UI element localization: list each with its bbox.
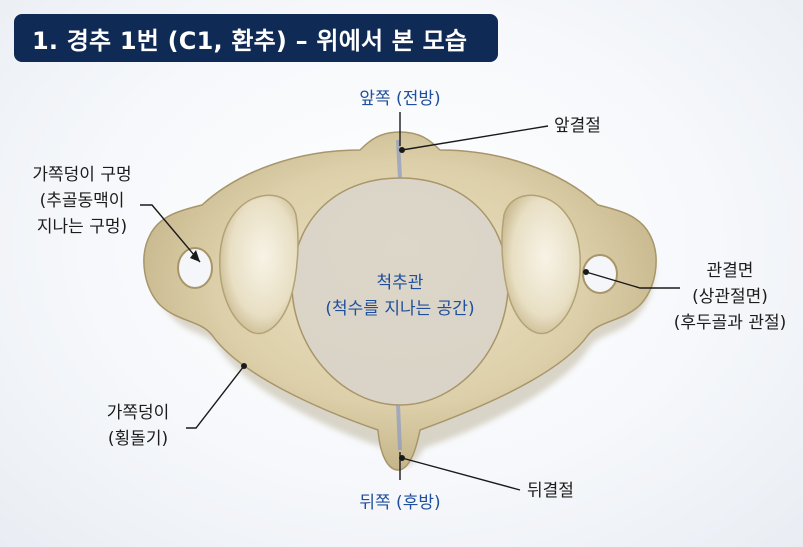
anterior-midline-mark — [396, 139, 402, 179]
label-facet-line1: 관결면 — [706, 261, 754, 281]
dot-posterior-tubercle — [399, 455, 405, 461]
leader-transverse-process — [186, 365, 245, 429]
label-posterior-tubercle: 뒤결절 — [527, 478, 597, 504]
label-anterior-text: 앞쪽 (전방) — [359, 89, 441, 109]
left-articular-facet — [219, 194, 299, 335]
page-title: 1. 경추 1번 (C1, 환추) – 위에서 본 모습 — [32, 26, 468, 55]
dot-facet — [583, 269, 589, 275]
leader-anterior-tubercle — [401, 125, 549, 151]
title-banner: 1. 경추 1번 (C1, 환추) – 위에서 본 모습 — [14, 14, 498, 62]
label-canal-line1: 척추관 — [376, 273, 424, 293]
leader-foramen — [140, 204, 201, 263]
arrow-foramen — [190, 250, 200, 262]
dot-anterior-tubercle — [399, 147, 405, 153]
label-facet-line2: (상관절면) — [692, 287, 768, 307]
label-posterior-text: 뒤쪽 (후방) — [359, 493, 441, 513]
dot-transverse-process — [241, 363, 247, 369]
label-transverse-foramen: 가쪽덩이 구멍 (추골동맥이 지나는 구멍) — [14, 162, 150, 240]
label-vertebral-canal: 척추관 (척수를 지나는 공간) — [305, 270, 495, 322]
label-anterior: 앞쪽 (전방) — [346, 86, 454, 112]
left-transverse-foramen — [177, 247, 213, 289]
label-anterior-tubercle-text: 앞결절 — [554, 116, 601, 136]
label-posterior: 뒤쪽 (후방) — [346, 490, 454, 516]
posterior-midline-mark — [396, 404, 402, 451]
leader-posterior-tubercle — [401, 457, 521, 491]
label-articular-facet: 관결면 (상관절면) (후두골과 관절) — [664, 258, 796, 336]
label-canal-line2: (척수를 지나는 공간) — [325, 299, 475, 319]
label-foramen-line1: 가쪽덩이 구멍 — [32, 165, 132, 185]
label-posterior-tubercle-text: 뒤결절 — [527, 481, 574, 501]
label-process-line1: 가쪽덩이 — [106, 403, 170, 423]
label-facet-line3: (후두골과 관절) — [673, 313, 787, 333]
leader-facet — [585, 271, 680, 289]
label-process-line2: (횡돌기) — [107, 429, 169, 449]
label-foramen-line2: (추골동맥이 — [39, 191, 125, 211]
label-transverse-process: 가쪽덩이 (횡돌기) — [92, 400, 184, 452]
right-articular-facet — [501, 194, 581, 335]
label-anterior-tubercle: 앞결절 — [554, 113, 624, 139]
label-foramen-line3: 지나는 구멍) — [36, 217, 128, 237]
right-transverse-foramen — [582, 254, 618, 294]
